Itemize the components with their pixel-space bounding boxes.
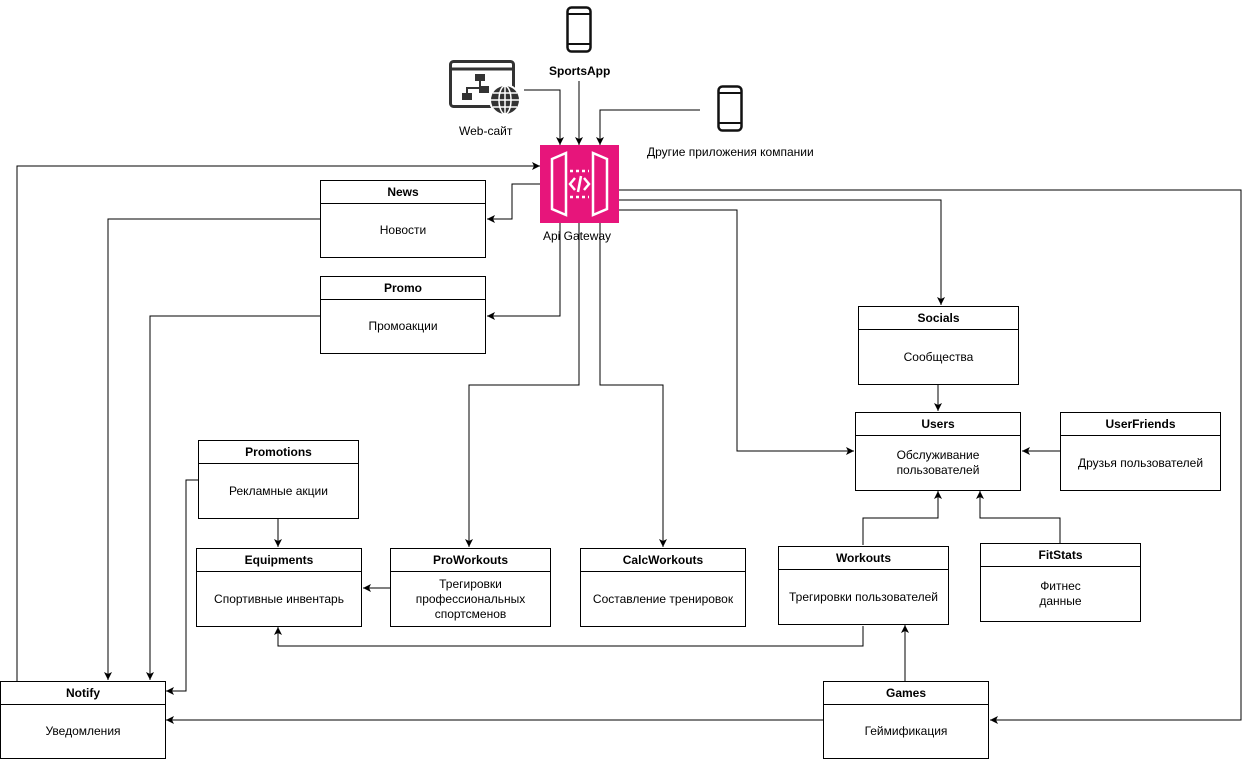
equipments-service[interactable]: Equipments Спортивные инвентарь [196,548,362,627]
users-desc: Обслуживание пользователей [896,448,980,477]
promo-desc: Промоакции [368,319,438,333]
fitstats-to-users-arrow [976,491,1061,543]
userfriends-service[interactable]: UserFriends Друзья пользователей [1060,412,1221,491]
website-to-gateway-arrow [524,89,564,145]
sportsapp-label: SportsApp [549,64,611,78]
workouts-to-equipments-arrow [274,626,864,647]
promotions-desc: Рекламные акции [229,483,328,498]
promotions-title: Promotions [199,441,358,464]
website-label: Web-сайт [459,124,513,138]
calcworkouts-service[interactable]: CalcWorkouts Составление тренировок [580,548,746,627]
notify-title: Notify [1,682,165,705]
other-apps-to-gateway-arrow [596,109,700,145]
userfriends-title: UserFriends [1061,413,1220,436]
notify-to-gateway-arrow [16,162,540,681]
promo-service[interactable]: Promo Промоакции [320,276,486,354]
promotions-to-notify-arrow [166,479,198,695]
other-apps-phone-icon [717,85,743,132]
equipments-desc: Спортивные инвентарь [214,591,344,606]
workouts-title: Workouts [779,547,948,570]
news-title: News [321,181,485,204]
games-desc: Геймификация [864,724,948,738]
socials-desc: Сообщества [903,349,974,364]
news-desc: Новости [379,223,427,237]
workouts-desc: Трегировки пользователей [789,589,938,604]
games-service[interactable]: Games Геймификация [823,681,989,759]
api-gateway-label: Api Gateway [543,229,612,243]
calcworkouts-title: CalcWorkouts [581,549,745,572]
proworkouts-desc: Трегировки профессиональных спортсменов [415,576,526,621]
users-service[interactable]: Users Обслуживание пользователей [855,412,1021,491]
workouts-to-users-arrow [862,491,942,545]
sportsapp-phone-icon [566,6,592,53]
news-to-notify-arrow [104,218,320,680]
api-gateway-icon [540,145,619,223]
news-service[interactable]: News Новости [320,180,486,258]
gateway-to-calcworkouts-arrow [599,223,667,547]
equipments-title: Equipments [197,549,361,572]
gateway-to-socials-arrow [619,199,945,305]
promo-title: Promo [321,277,485,300]
users-title: Users [856,413,1020,436]
userfriends-desc: Друзья пользователей [1077,455,1204,470]
fitstats-title: FitStats [981,544,1140,567]
socials-title: Socials [859,307,1018,330]
promo-to-notify-arrow [146,315,320,680]
fitstats-desc: Фитнес данные [1039,579,1082,608]
gateway-to-news-arrow [487,183,540,223]
other-apps-label: Другие приложения компании [647,145,814,159]
promotions-service[interactable]: Promotions Рекламные акции [198,440,359,519]
notify-desc: Уведомления [45,724,121,738]
notify-service[interactable]: Notify Уведомления [0,681,166,759]
website-icon [449,60,521,116]
gateway-to-promo-arrow [487,223,561,320]
workouts-service[interactable]: Workouts Трегировки пользователей [778,546,949,625]
fitstats-service[interactable]: FitStats Фитнес данные [980,543,1141,622]
socials-service[interactable]: Socials Сообщества [858,306,1019,385]
games-title: Games [824,682,988,705]
gateway-to-proworkouts-arrow [465,223,580,547]
gateway-to-users-arrow [619,209,854,455]
gateway-to-games-arrow [619,189,1242,724]
calcworkouts-desc: Составление тренировок [592,591,734,606]
proworkouts-service[interactable]: ProWorkouts Трегировки профессиональных … [390,548,551,627]
proworkouts-title: ProWorkouts [391,549,550,572]
